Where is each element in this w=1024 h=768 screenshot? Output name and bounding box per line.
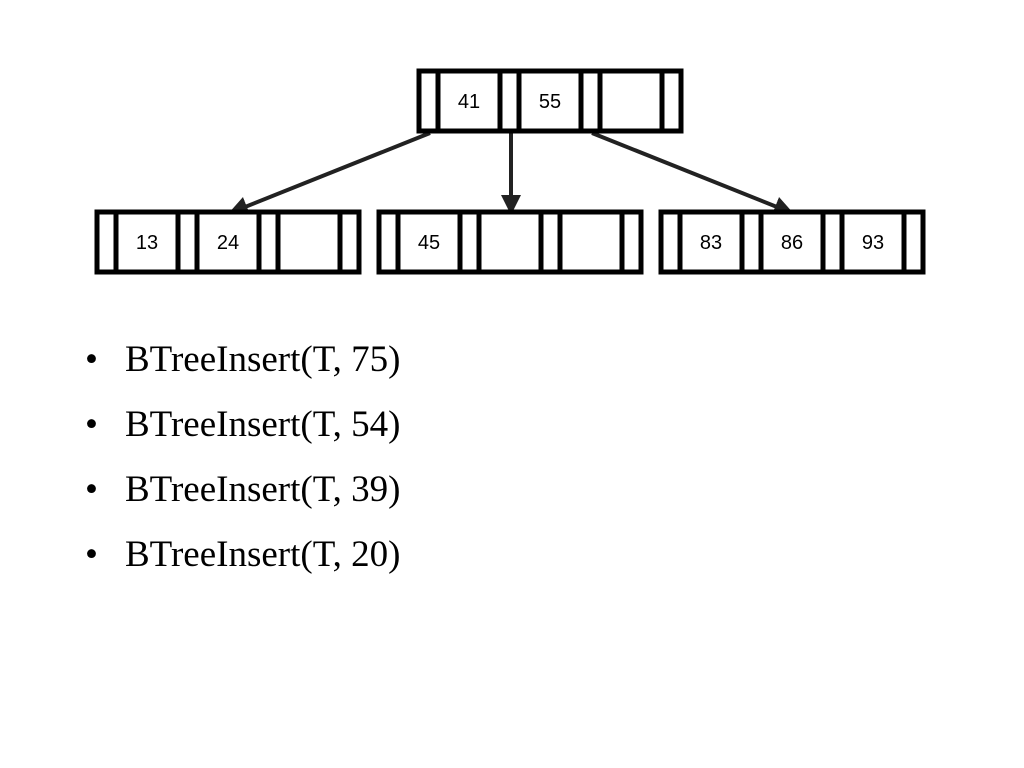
child-3-key-3: 93 <box>862 232 884 254</box>
child-3-key-2: 86 <box>781 232 803 254</box>
bullet-item: • BTreeInsert(T, 75) <box>85 327 400 392</box>
child-3-key-1: 83 <box>700 232 722 254</box>
bullet-item: • BTreeInsert(T, 39) <box>85 457 400 522</box>
bullet-text: BTreeInsert(T, 54) <box>125 404 401 445</box>
child-node-3: 83 86 93 <box>658 209 926 275</box>
root-key-1: 41 <box>458 91 480 113</box>
child-1-key-2: 24 <box>217 232 239 254</box>
bullet-text: BTreeInsert(T, 20) <box>125 534 401 575</box>
edge-root-to-child-1 <box>228 131 431 216</box>
bullet-marker: • <box>85 469 98 510</box>
tree-edges <box>228 131 794 216</box>
bullet-text: BTreeInsert(T, 39) <box>125 469 401 510</box>
root-key-2: 55 <box>539 91 561 113</box>
root-node: 41 55 <box>416 68 684 134</box>
bullet-text: BTreeInsert(T, 75) <box>125 339 401 380</box>
bullet-item: • BTreeInsert(T, 20) <box>85 522 400 587</box>
bullet-marker: • <box>85 404 98 445</box>
bullet-list: •BTreeInsert(T, 75) •BTreeInsert(T, 54) … <box>85 327 400 587</box>
bullet-marker: • <box>85 534 98 575</box>
child-node-1: 13 24 <box>94 209 362 275</box>
child-node-2: 45 <box>376 209 644 275</box>
btree-diagram: 41 55 13 24 45 <box>94 68 926 275</box>
child-2-key-1: 45 <box>418 232 440 254</box>
edge-root-to-child-3 <box>591 131 794 216</box>
bullet-marker: • <box>85 339 98 380</box>
child-1-key-1: 13 <box>136 232 158 254</box>
bullet-item: • BTreeInsert(T, 54) <box>85 392 400 457</box>
